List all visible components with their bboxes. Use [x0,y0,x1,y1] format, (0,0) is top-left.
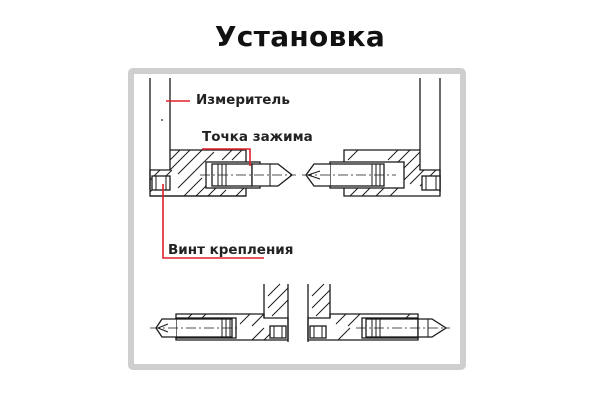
lower-right-screw [309,325,327,339]
clamp-point-label: Точка зажима [202,129,313,145]
leader-lines [162,100,264,259]
clamp-point-leader [202,148,251,166]
upper-left-screw [151,175,171,191]
upper-right-assembly [302,78,441,197]
lower-right-assembly [307,283,450,342]
lower-right-body [307,313,419,341]
upper-right-body [343,149,441,197]
lower-left-assembly [150,283,289,342]
meter-label: Измеритель [196,92,290,108]
upper-left-assembly [149,78,296,197]
page-title: Установка [214,20,386,53]
lower-left-screw [269,325,287,339]
fixing-screw-leader [162,184,264,259]
upper-right-screw [421,175,441,191]
fixing-screw-label: Винт крепления [168,242,294,258]
diagram-panel [134,74,460,364]
